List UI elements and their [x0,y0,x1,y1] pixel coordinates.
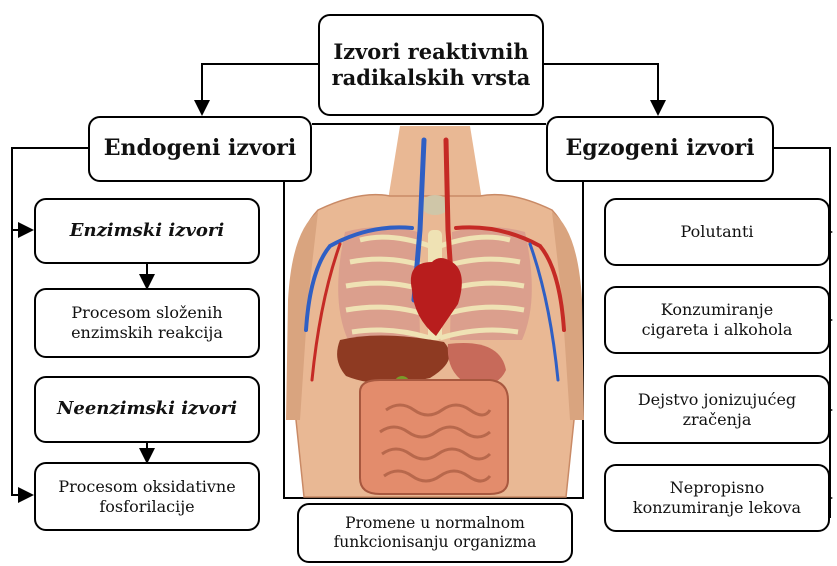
neenzimski-box: Neenzimski izvori [34,376,260,443]
egzogeni-item-3-line-1: Dejstvo jonizujućeg [638,390,796,410]
neenzimski-detail-box: Procesom oksidativne fosforilacije [34,462,260,531]
egzogeni-box: Egzogeni izvori [546,116,774,182]
neenzimski-detail-line-2: fosforilacije [58,497,235,517]
neck [388,126,482,200]
egzogeni-item-2-line-1: Konzumiranje [642,300,793,320]
intestines [360,380,508,494]
neenzimski-detail-line-1: Procesom oksidativne [58,477,235,497]
endogeni-box: Endogeni izvori [88,116,312,182]
center-caption-line-2: funkcionisanju organizma [334,533,537,552]
enzimski-label: Enzimski izvori [70,220,224,243]
egzogeni-item-4: Nepropisno konzumiranje lekova [604,464,830,532]
enzimski-detail-line-1: Procesom složenih [71,303,223,323]
center-caption-line-1: Promene u normalnom [334,514,537,533]
egzogeni-item-2-line-2: cigareta i alkohola [642,320,793,340]
enzimski-box: Enzimski izvori [34,198,260,264]
egzogeni-item-4-line-2: konzumiranje lekova [633,498,801,518]
egzogeni-label: Egzogeni izvori [566,135,755,163]
center-caption-box: Promene u normalnom funkcionisanju organ… [297,503,573,563]
title-box: Izvori reaktivnih radikalskih vrsta [318,14,544,116]
enzimski-detail-line-2: enzimskih reakcija [71,323,223,343]
egzogeni-item-1: Polutanti [604,198,830,266]
egzogeni-item-3-line-2: zračenja [638,410,796,430]
egzogeni-item-4-line-1: Nepropisno [633,478,801,498]
title-line-1: Izvori reaktivnih [332,39,531,65]
enzimski-detail-box: Procesom složenih enzimskih reakcija [34,288,260,358]
egzogeni-item-1-text: Polutanti [681,222,754,242]
egzogeni-item-2: Konzumiranje cigareta i alkohola [604,286,830,354]
endogeni-label: Endogeni izvori [104,135,296,163]
neenzimski-label: Neenzimski izvori [57,398,237,421]
title-line-2: radikalskih vrsta [332,65,531,91]
egzogeni-item-3: Dejstvo jonizujućeg zračenja [604,375,830,444]
